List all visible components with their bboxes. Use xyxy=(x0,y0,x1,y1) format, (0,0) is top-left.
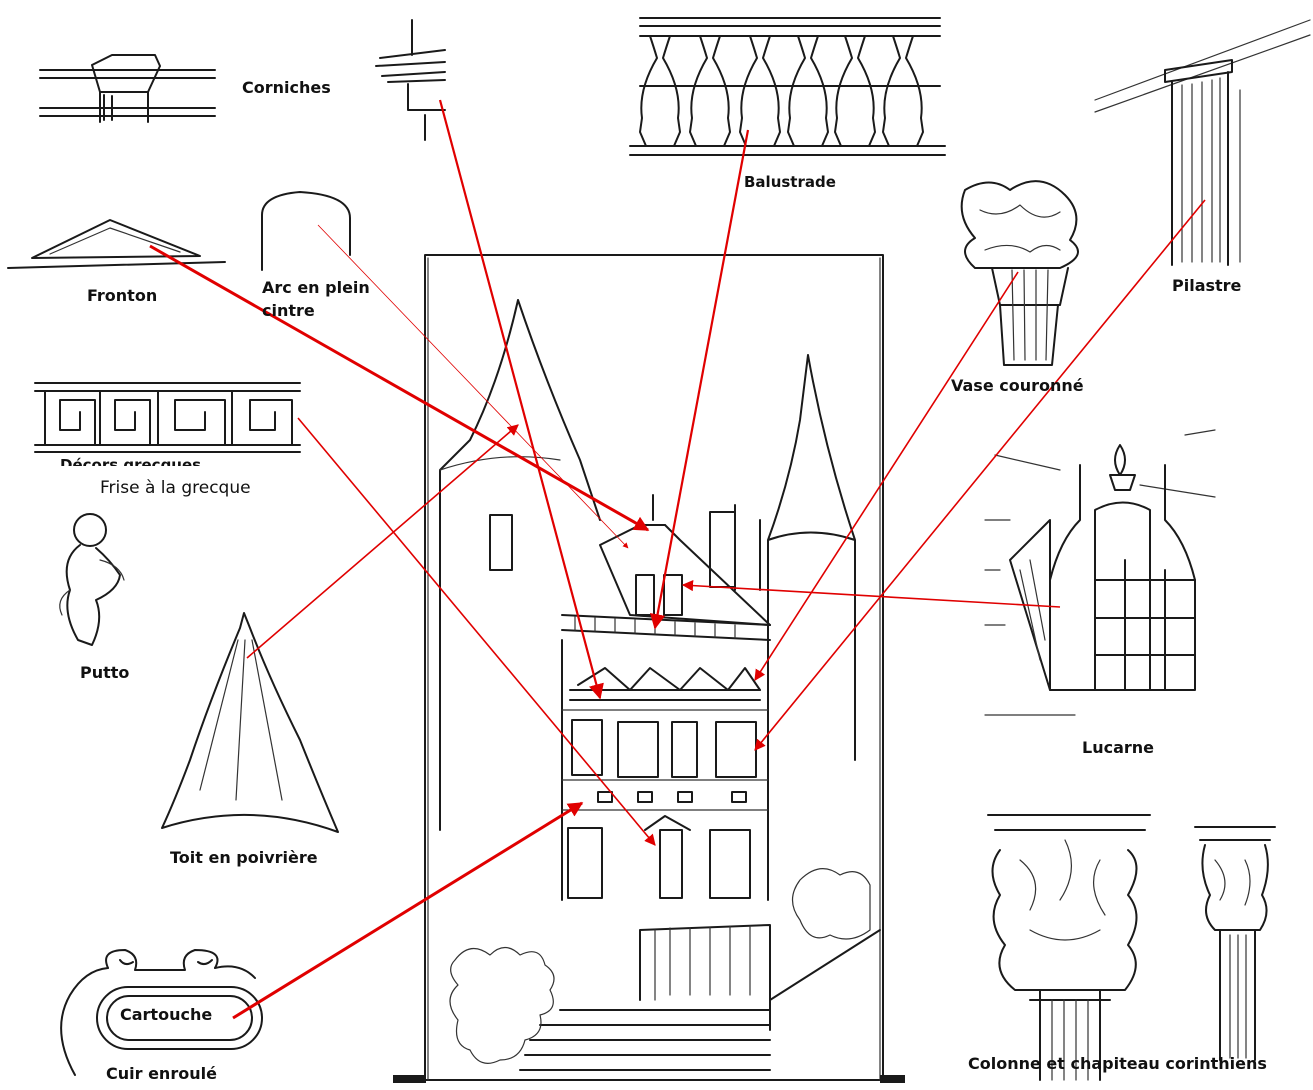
vase-sketch xyxy=(962,181,1078,365)
balustrade-sketch xyxy=(630,18,945,155)
baluster-4 xyxy=(788,36,828,146)
label-toit: Toit en poivrière xyxy=(170,848,318,868)
label-pilastre: Pilastre xyxy=(1172,276,1241,296)
label-colonne: Colonne et chapiteau corinthiens xyxy=(968,1054,1267,1074)
label-corniches: Corniches xyxy=(242,78,331,98)
baluster-6 xyxy=(883,36,923,146)
arc-sketch xyxy=(262,192,350,270)
putto-sketch xyxy=(60,514,124,645)
baluster-3 xyxy=(740,36,780,146)
label-cuir: Cuir enroulé xyxy=(106,1064,217,1084)
label-vase: Vase couronné xyxy=(951,376,1084,396)
baluster-1 xyxy=(640,36,680,146)
baluster-5 xyxy=(835,36,875,146)
chateau-sketch xyxy=(393,255,905,1083)
arrow-cartouche xyxy=(233,803,582,1018)
label-arc: Arc en plein cintre xyxy=(262,276,382,322)
arrow-corniches xyxy=(440,100,600,698)
arrow-arc xyxy=(318,225,628,548)
colonne-sketch-small xyxy=(1195,827,1275,1060)
arrow-layer xyxy=(150,100,1205,1018)
pilastre-sketch xyxy=(1095,20,1310,265)
arrow-pilastre xyxy=(755,200,1205,750)
label-decors-grecques: Décors grecques xyxy=(60,455,201,466)
arrow-toit xyxy=(247,425,518,658)
corniche-sketch-2 xyxy=(376,20,445,140)
baluster-2 xyxy=(690,36,730,146)
label-putto: Putto xyxy=(80,663,129,683)
corniche-sketch-1 xyxy=(40,55,215,122)
label-lucarne: Lucarne xyxy=(1082,738,1154,758)
label-balustrade: Balustrade xyxy=(744,172,836,192)
label-fronton: Fronton xyxy=(87,286,157,306)
frise-sketch xyxy=(35,383,300,452)
label-frise: Frise à la grecque xyxy=(100,478,251,498)
toit-sketch xyxy=(162,613,338,832)
label-cartouche: Cartouche xyxy=(120,1005,212,1025)
fronton-sketch xyxy=(8,220,225,268)
lucarne-sketch xyxy=(985,430,1215,715)
colonne-sketch-large xyxy=(988,815,1150,1080)
